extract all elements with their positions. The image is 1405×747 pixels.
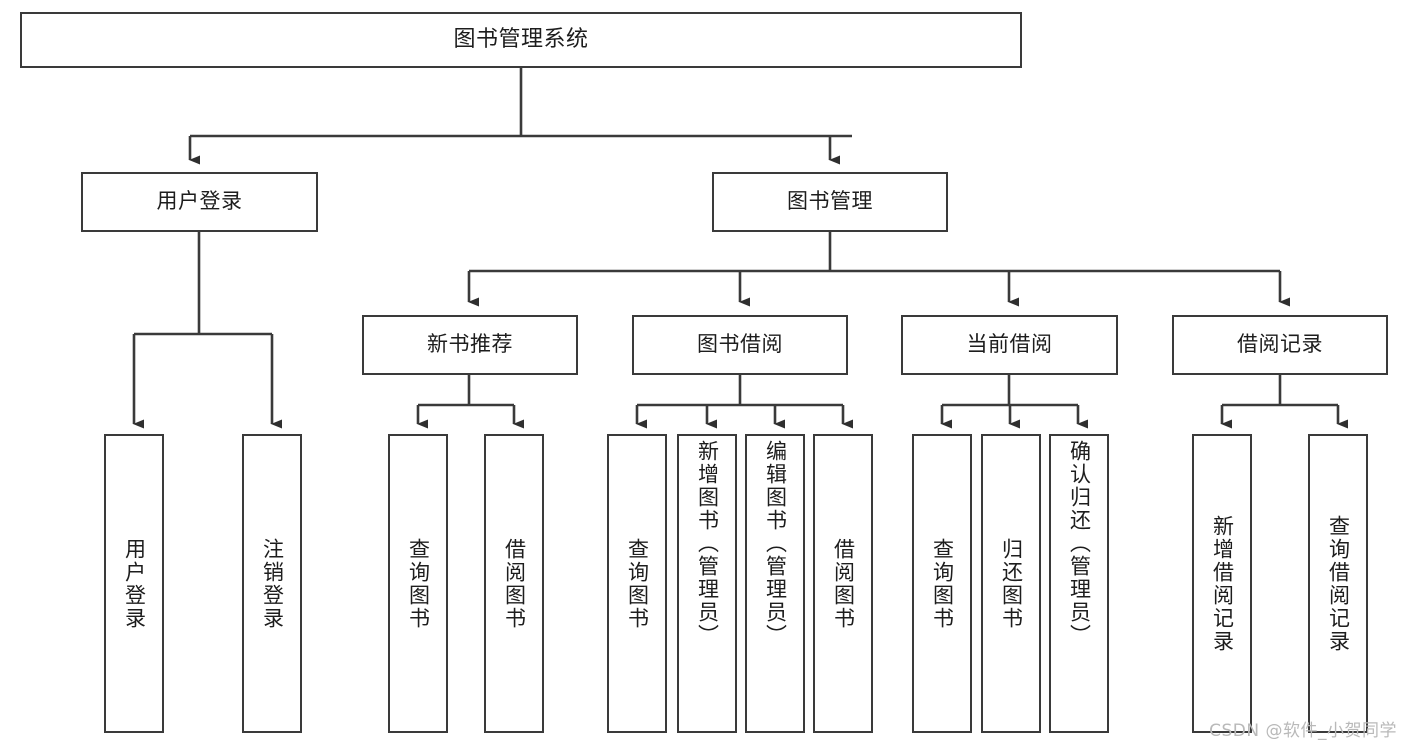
leaf-query-book-recommend[interactable]: 查询图书 [388,434,448,733]
node-label: 借阅图书 [831,537,856,630]
node-borrow-record[interactable]: 借阅记录 [1172,315,1388,375]
leaf-return-book[interactable]: 归还图书 [981,434,1041,733]
node-label: 查询图书 [406,537,431,630]
node-label: 图书管理 [787,189,873,214]
node-label: 查询图书 [625,537,650,630]
edge-root-to-level1 [188,68,852,165]
leaf-user-login[interactable]: 用户登录 [104,434,164,733]
leaf-query-book-current[interactable]: 查询图书 [912,434,972,733]
node-label: 确认归还（管理员） [1067,440,1092,647]
leaf-add-book-admin[interactable]: 新增图书（管理员） [677,434,737,733]
edge-newbook-to-leaves [416,375,524,429]
node-label: 借阅图书 [502,537,527,630]
node-label: 借阅记录 [1237,332,1323,357]
node-label: 归还图书 [999,537,1024,630]
edge-bookmanage-to-level2 [467,232,1290,307]
node-label: 新书推荐 [427,332,513,357]
node-book-borrow[interactable]: 图书借阅 [632,315,848,375]
node-book-management[interactable]: 图书管理 [712,172,948,232]
leaf-confirm-return-admin[interactable]: 确认归还（管理员） [1049,434,1109,733]
leaf-borrow-book-recommend[interactable]: 借阅图书 [484,434,544,733]
node-label: 图书管理系统 [453,26,589,52]
edge-borrowrecord-to-leaves [1220,375,1348,429]
node-label: 查询图书 [930,537,955,630]
node-current-borrow[interactable]: 当前借阅 [901,315,1118,375]
edge-userlogin-to-leaves [132,232,282,429]
leaf-edit-book-admin[interactable]: 编辑图书（管理员） [745,434,805,733]
leaf-logout[interactable]: 注销登录 [242,434,302,733]
node-label: 当前借阅 [966,332,1053,357]
node-new-book-recommend[interactable]: 新书推荐 [362,315,578,375]
node-label: 注销登录 [260,537,285,630]
node-label: 编辑图书（管理员） [763,440,788,647]
node-root-system[interactable]: 图书管理系统 [20,12,1022,68]
leaf-query-borrow-record[interactable]: 查询借阅记录 [1308,434,1368,733]
node-label: 新增借阅记录 [1210,514,1235,653]
node-user-login[interactable]: 用户登录 [81,172,318,232]
node-label: 查询借阅记录 [1326,514,1351,653]
node-label: 新增图书（管理员） [695,440,720,647]
node-label: 用户登录 [156,189,243,214]
csdn-watermark: CSDN @软件_小贺同学 [1209,721,1397,741]
edge-bookborrow-to-leaves [635,375,853,429]
node-label: 用户登录 [122,537,147,630]
leaf-add-borrow-record[interactable]: 新增借阅记录 [1192,434,1252,733]
leaf-borrow-book[interactable]: 借阅图书 [813,434,873,733]
node-label: 图书借阅 [697,332,783,357]
edge-currentborrow-to-leaves [940,375,1088,429]
leaf-query-book-borrow[interactable]: 查询图书 [607,434,667,733]
